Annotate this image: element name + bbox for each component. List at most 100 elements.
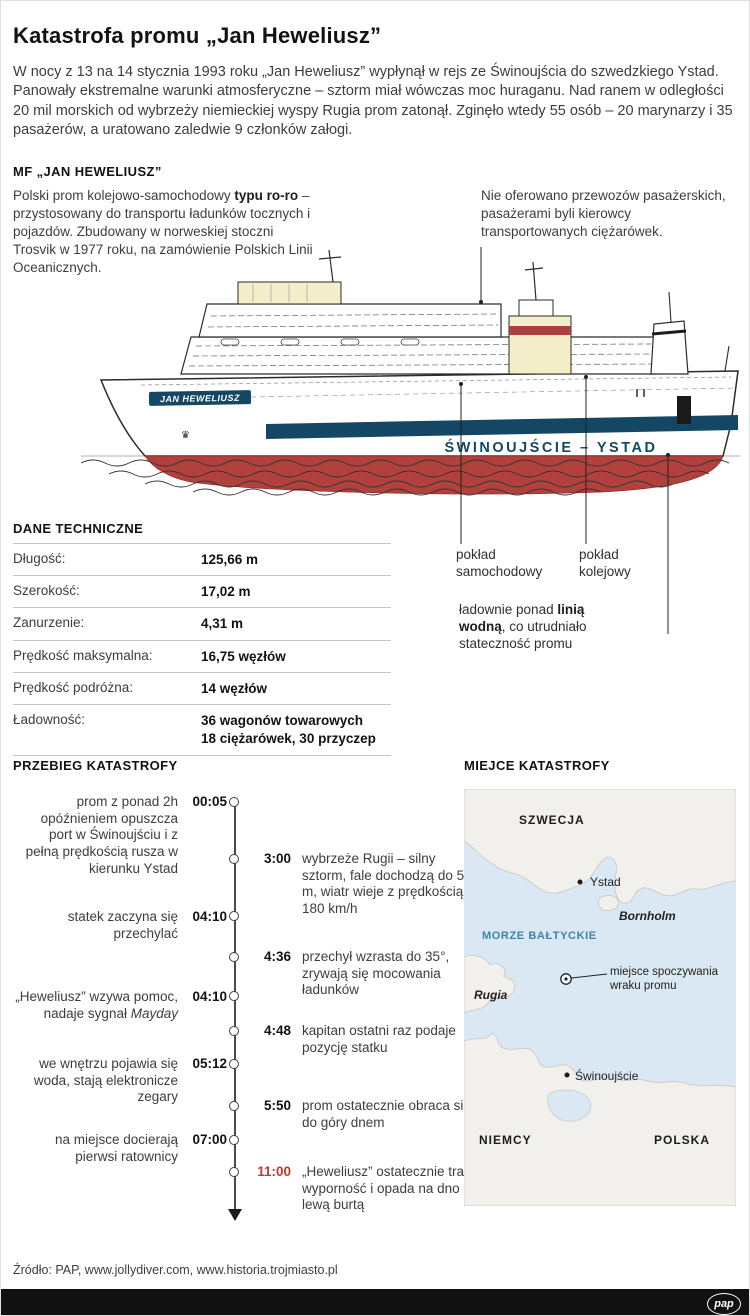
- ship-section-heading: MF „JAN HEWELIUSZ”: [13, 164, 162, 179]
- event-time: 4:36: [263, 949, 291, 964]
- tech-value-line2: 18 ciężarówek, 30 przyczep: [201, 731, 376, 747]
- tech-value: 16,75 węzłów: [201, 648, 286, 664]
- event-time: 4:48: [263, 1023, 291, 1038]
- event-text: „Heweliusz” ostatecznie traci wyporność …: [302, 1164, 474, 1213]
- tech-label: Szerokość:: [13, 583, 80, 599]
- leader-dot-note: [479, 300, 483, 304]
- event-time: 5:50: [263, 1098, 291, 1113]
- tech-label: Prędkość maksymalna:: [13, 647, 153, 663]
- table-row: Szerokość: 17,02 m: [13, 575, 391, 607]
- tech-value-line1: 36 wagonów towarowych: [201, 713, 364, 729]
- event-text: na miejsce docierają pierwsi ratownicy: [54, 1132, 178, 1164]
- water-wave: [144, 480, 674, 488]
- timeline-event-final: 11:00 „Heweliusz” ostatecznie traci wypor…: [255, 1164, 474, 1214]
- label-wreck-site: miejsce spoczywania wraku promu: [610, 966, 719, 992]
- timeline-dot: [229, 1167, 239, 1177]
- tech-value: 4,31 m: [201, 616, 244, 632]
- label-bornholm: Bornholm: [619, 909, 676, 923]
- holds-text: ładownie ponad: [459, 602, 558, 617]
- footer-bar: pap: [1, 1289, 749, 1315]
- event-text: we wnętrzu pojawia się woda, stają elekt…: [33, 1056, 178, 1105]
- timeline-dot: [229, 1059, 239, 1069]
- disaster-map: SZWECJA Ystad Bornholm MORZE BAŁTYCKIE R…: [464, 789, 736, 1206]
- wreck-leader-line: [571, 973, 608, 979]
- event-text: prom z ponad 2h opóźnieniem opuszcza por…: [25, 794, 178, 876]
- timeline-axis: [234, 799, 236, 1209]
- ship-description-text: Polski prom kolejowo-samochodowy: [13, 188, 235, 203]
- swinoujscie-dot: [564, 1072, 570, 1078]
- window-row: [188, 363, 655, 367]
- event-time: 04:10: [192, 909, 227, 924]
- hull-red-bottom: [144, 455, 724, 495]
- event-text: przechył wzrasta do 35°, zrywają się moc…: [302, 949, 450, 998]
- passenger-note: Nie oferowano przewozów pasażerskich, pa…: [481, 188, 726, 239]
- timeline-dot: [229, 1026, 239, 1036]
- event-text-italic: Mayday: [130, 1005, 178, 1021]
- table-row: Długość:125,66 m: [13, 543, 391, 575]
- timeline-dot: [229, 952, 239, 962]
- tech-label: Ładowność:: [13, 712, 86, 728]
- label-baltic-sea: MORZE BAŁTYCKIE: [482, 930, 597, 942]
- tech-value: 14 węzłów: [201, 680, 268, 696]
- funnel-cap: [651, 329, 687, 336]
- event-time: 11:00: [257, 1164, 291, 1179]
- tech-label: Zanurzenie:: [13, 615, 85, 631]
- event-text: kapitan ostatni raz podaje pozycję statk…: [302, 1023, 456, 1055]
- timeline-event: „Heweliusz” wzywa pomoc, nadaje sygnał M…: [14, 989, 227, 1022]
- ship-illustration: JAN HEWELIUSZ ♛ ŚWINOUJŚCIE – YSTAD: [80, 244, 741, 664]
- timeline-dot: [229, 797, 239, 807]
- event-text: statek zaczyna się przechylać: [67, 909, 178, 941]
- event-time: 05:12: [192, 1056, 227, 1071]
- map-section-heading: MIEJCE KATASTROFY: [464, 758, 610, 773]
- water-wave: [80, 459, 730, 467]
- hull-navy-stripe: [266, 415, 738, 439]
- forward-mast-crossbar: [318, 256, 342, 260]
- window-row: [192, 353, 654, 357]
- funnel: [650, 320, 689, 375]
- stern-mast: [724, 345, 730, 372]
- page-title: Katastrofa promu „Jan Heweliusz”: [13, 23, 382, 48]
- tech-value: 36 wagonów towarowych 18 ciężarówek, 30 p…: [201, 712, 376, 748]
- ship-description-rest: – przystosowany do transportu ładunków t…: [13, 188, 313, 275]
- label-germany: NIEMCY: [479, 1133, 532, 1147]
- holds-rest: , co utrudniało stateczność promu: [459, 618, 587, 651]
- ship-name-text: JAN HEWELIUSZ: [160, 393, 240, 404]
- event-time: 00:05: [192, 794, 227, 809]
- bornholm-island: [597, 895, 619, 911]
- timeline-dot: [229, 1135, 239, 1145]
- ship-description-bold: typu ro-ro: [234, 188, 299, 203]
- ship-hull: [99, 370, 739, 457]
- aft-casing: [508, 315, 572, 375]
- water-wave: [192, 488, 602, 496]
- timeline-event: 4:48 kapitan ostatni raz podaje pozycję s…: [255, 1023, 474, 1056]
- label-poland: POLSKA: [654, 1133, 711, 1147]
- window-row: [207, 324, 499, 328]
- stern-door: [677, 396, 691, 424]
- event-text-main: „Heweliusz” wzywa pomoc, nadaje sygnał: [15, 989, 178, 1021]
- timeline-dot: [229, 1101, 239, 1111]
- bow-crown-emblem: ♛: [181, 430, 190, 441]
- tech-value: 17,02 m: [201, 584, 251, 600]
- window-row: [195, 343, 652, 347]
- intro-paragraph: W nocy z 13 na 14 stycznia 1993 roku „Ja…: [13, 64, 733, 138]
- bow-name-band: JAN HEWELIUSZ: [148, 390, 252, 406]
- bridge-deckhouse: [237, 281, 342, 305]
- superstructure-upper: [198, 303, 502, 338]
- forward-mast: [328, 249, 334, 283]
- event-text: prom ostatecznie obraca się do góry dnem: [302, 1098, 471, 1130]
- tech-label: Długość:: [13, 551, 66, 566]
- tech-section-heading: DANE TECHNICZNE: [13, 521, 144, 536]
- table-row: Ładowność: 36 wagonów towarowych 18 ciężar…: [13, 704, 391, 754]
- ship-svg: JAN HEWELIUSZ ♛ ŚWINOUJŚCIE – YSTAD: [80, 247, 741, 634]
- timeline-event: prom z ponad 2h opóźnieniem opuszcza por…: [14, 794, 227, 878]
- timeline-dot: [229, 911, 239, 921]
- timeline-dot: [229, 854, 239, 864]
- label-holds: ładownie ponad linią wodną, co utrudniał…: [459, 602, 627, 653]
- event-time: 04:10: [192, 989, 227, 1004]
- event-time: 3:00: [263, 851, 291, 866]
- label-car-deck: pokład samochodowy: [456, 547, 543, 579]
- tech-table: Długość:125,66 m Szerokość: 17,02 m Zanur…: [13, 543, 391, 756]
